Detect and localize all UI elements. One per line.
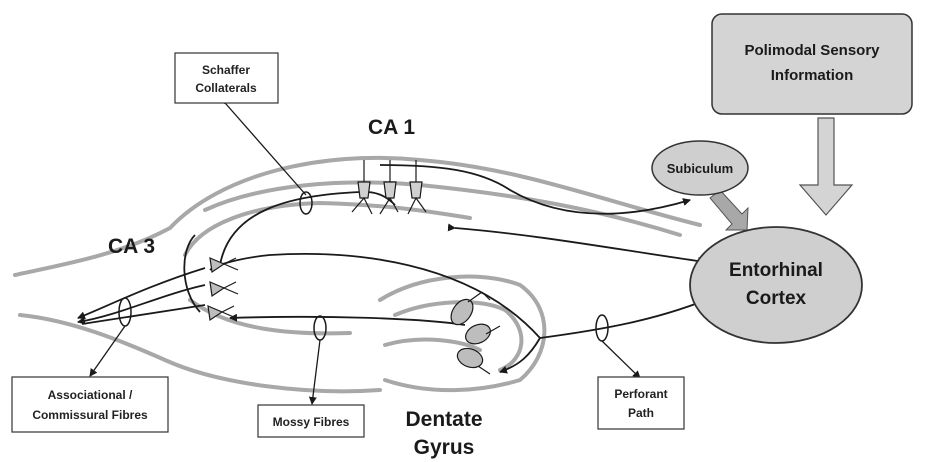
mossy-fibres-box: Mossy Fibres [258,405,364,437]
subiculum-node: Subiculum [652,141,748,195]
ca1-cell [384,182,396,198]
associational-fibres-box: Associational / Commissural Fibres [12,377,168,432]
ca1-cell [410,182,422,198]
associational-label-line2: Commissural Fibres [32,408,148,422]
dentate-label-line2: Gyrus [414,436,475,459]
ca3-pyramidal-cells [208,258,238,320]
ca1-to-subiculum-path [380,165,690,214]
schaffer-label-line1: Schaffer [202,63,250,77]
associational-label-line1: Associational / [48,388,133,402]
schaffer-collaterals-box: Schaffer Collaterals [175,53,278,103]
sensory-input-arrow [800,118,852,215]
schaffer-label-line2: Collaterals [195,81,257,95]
associational-marker [119,298,131,326]
ca1-label: CA 1 [368,116,415,139]
perforant-path-box: Perforant Path [598,377,684,429]
subiculum-to-entorhinal-arrow [710,190,748,230]
perforant-label-line1: Perforant [614,387,667,401]
ca1-cell [358,182,370,198]
polimodal-label-line2: Information [771,67,854,84]
polimodal-label-line1: Polimodal Sensory [744,42,880,59]
perforant-label-line2: Path [628,406,654,420]
mossy-fibre-path [230,317,465,325]
mossy-marker [314,316,326,340]
polimodal-sensory-node: Polimodal Sensory Information [712,14,912,114]
callout-lines [90,104,640,404]
ca3-cell [210,282,224,296]
dentate-label-line1: Dentate [405,408,482,431]
entorhinal-cortex-node: Entorhinal Cortex [690,227,862,343]
perforant-to-ca3-path [210,254,540,338]
mossy-label: Mossy Fibres [273,415,350,429]
subiculum-label: Subiculum [667,161,733,176]
associational-fibre-1 [78,268,205,318]
fibre-markers [119,192,608,341]
entorhinal-label-line2: Cortex [746,288,807,309]
perforant-path-main [540,295,718,338]
entorhinal-label-line1: Entorhinal [729,260,823,281]
ca3-label: CA 3 [108,235,155,258]
